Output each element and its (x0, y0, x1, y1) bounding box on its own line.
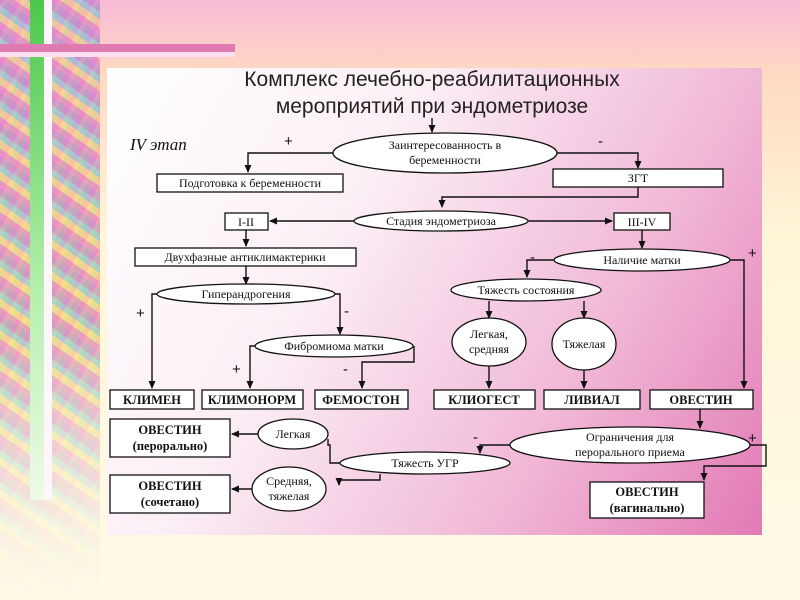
plus-sign: + (748, 430, 757, 447)
box-label: ОВЕСТИН (138, 423, 201, 437)
box-label: Подготовка к беременности (179, 176, 322, 190)
box-label: КЛИМОНОРМ (208, 393, 296, 407)
box-biphasic-antimenopausal: Двухфазные антиклимактерики (134, 247, 357, 267)
oval-oral-restrictions: Ограничения для перорального приема (509, 426, 751, 464)
minus-sign: - (343, 361, 348, 378)
oval-label: Фибромиома матки (284, 339, 384, 353)
box-ovestin-combined: ОВЕСТИН (сочетано) (109, 474, 231, 514)
box-label: (вагинально) (610, 501, 685, 515)
box-klimonorm: КЛИМОНОРМ (201, 389, 304, 410)
oval-fibromyoma: Фибромиома матки (254, 334, 414, 358)
box-label: ФЕМОСТОН (322, 393, 400, 407)
box-label: КЛИОГЕСТ (448, 393, 520, 407)
oval-endometriosis-stage: Стадия эндометриоза (353, 210, 529, 232)
oval-label: Тяжесть состояния (478, 283, 575, 297)
oval-label: Ограничения для (586, 430, 675, 444)
plus-sign: + (748, 245, 757, 262)
box-label: III-IV (628, 215, 657, 229)
minus-sign: - (344, 303, 349, 320)
box-label: I-II (238, 215, 254, 229)
title-line-1: Комплекс лечебно-реабилитационных (244, 68, 620, 91)
box-label: (сочетано) (141, 495, 199, 509)
decorative-light-line (0, 52, 235, 57)
oval-label: Тяжелая (563, 337, 606, 351)
box-ovestin: ОВЕСТИН (649, 389, 754, 410)
box-label: ЗГТ (628, 171, 649, 185)
box-klimen: КЛИМЕН (109, 389, 195, 410)
oval-label: Легкая (276, 427, 311, 441)
oval-label: Гиперандрогения (202, 287, 291, 301)
oval-hyperandrogenia: Гиперандрогения (156, 283, 336, 305)
minus-sign: - (530, 249, 535, 266)
box-label: ОВЕСТИН (615, 485, 678, 499)
minus-sign: - (598, 133, 603, 150)
oval-medium-severe: Средняя, тяжелая (251, 466, 327, 512)
box-label: ОВЕСТИН (138, 479, 201, 493)
decorative-pink-line (0, 44, 235, 52)
oval-label: беременности (409, 153, 481, 167)
box-label: ЛИВИАЛ (564, 393, 620, 407)
oval-label: средняя (469, 342, 510, 356)
oval-label: Средняя, (266, 474, 312, 488)
plus-sign: + (284, 133, 293, 150)
minus-sign: - (473, 429, 478, 446)
plus-sign: + (136, 305, 145, 322)
box-zgt: ЗГТ (552, 168, 724, 188)
oval-severe: Тяжелая (551, 317, 617, 371)
oval-pregnancy-interest: Заинтересованность в беременности (332, 132, 558, 174)
box-pregnancy-preparation: Подготовка к беременности (156, 173, 344, 193)
box-kliogest: КЛИОГЕСТ (433, 389, 536, 410)
decorative-white-bar (44, 0, 52, 500)
oval-condition-severity: Тяжесть состояния (450, 278, 602, 302)
oval-mild-medium: Легкая, средняя (451, 317, 527, 367)
box-label: КЛИМЕН (123, 393, 181, 407)
box-label: Двухфазные антиклимактерики (164, 250, 326, 264)
box-livial: ЛИВИАЛ (543, 389, 641, 410)
plus-sign: + (232, 361, 241, 378)
title-line-2: мероприятий при эндометриозе (276, 95, 588, 118)
oval-label: Стадия эндометриоза (386, 214, 497, 228)
oval-label: Наличие матки (603, 253, 681, 267)
box-ovestin-oral: ОВЕСТИН (перорально) (109, 418, 231, 458)
box-femoston: ФЕМОСТОН (314, 389, 409, 410)
oval-label: Тяжесть УГР (391, 456, 459, 470)
stage-label: IV этап (129, 135, 187, 154)
decorative-green-bar (30, 0, 44, 500)
box-label: ОВЕСТИН (669, 393, 732, 407)
oval-uterus-presence: Наличие матки (553, 248, 731, 272)
box-stage-3-4: III-IV (613, 212, 671, 231)
oval-label: Легкая, (470, 327, 508, 341)
oval-mild: Легкая (257, 418, 329, 450)
oval-label: тяжелая (269, 489, 310, 503)
box-label: (перорально) (133, 439, 208, 453)
oval-ugr-severity: Тяжесть УГР (339, 451, 511, 475)
oval-label: перорального приема (575, 445, 685, 459)
box-stage-1-2: I-II (224, 212, 269, 231)
oval-label: Заинтересованность в (389, 138, 502, 152)
box-ovestin-vaginal: ОВЕСТИН (вагинально) (589, 481, 705, 519)
connector-lines (148, 118, 767, 493)
